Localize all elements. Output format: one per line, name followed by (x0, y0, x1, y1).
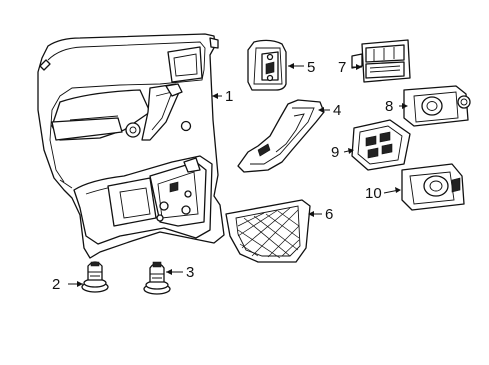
callout-7: 7 (338, 59, 346, 76)
window-switch-module (351, 39, 411, 83)
callout-4: 4 (333, 102, 341, 119)
callout-6: 6 (325, 206, 333, 223)
door-trim-panel (37, 33, 225, 259)
callout-9: 9 (331, 144, 339, 161)
callout-1: 1 (225, 88, 233, 105)
armrest-bezel (237, 99, 325, 173)
callout-5: 5 (307, 59, 315, 76)
callout-8: 8 (385, 98, 393, 115)
push-pin-fastener-alt (143, 261, 171, 295)
lock-switch (401, 163, 465, 211)
callout-labels: 1 2 3 4 5 6 7 8 9 10 (52, 59, 393, 293)
handle-bracket (247, 39, 287, 91)
callout-3: 3 (186, 264, 194, 281)
map-pocket-net (225, 199, 311, 263)
push-pin-fastener (81, 261, 109, 293)
leader-lines (68, 63, 408, 287)
callout-10: 10 (365, 185, 382, 202)
callout-2: 2 (52, 276, 60, 293)
mirror-switch (403, 85, 471, 127)
window-switch-panel (351, 119, 411, 171)
